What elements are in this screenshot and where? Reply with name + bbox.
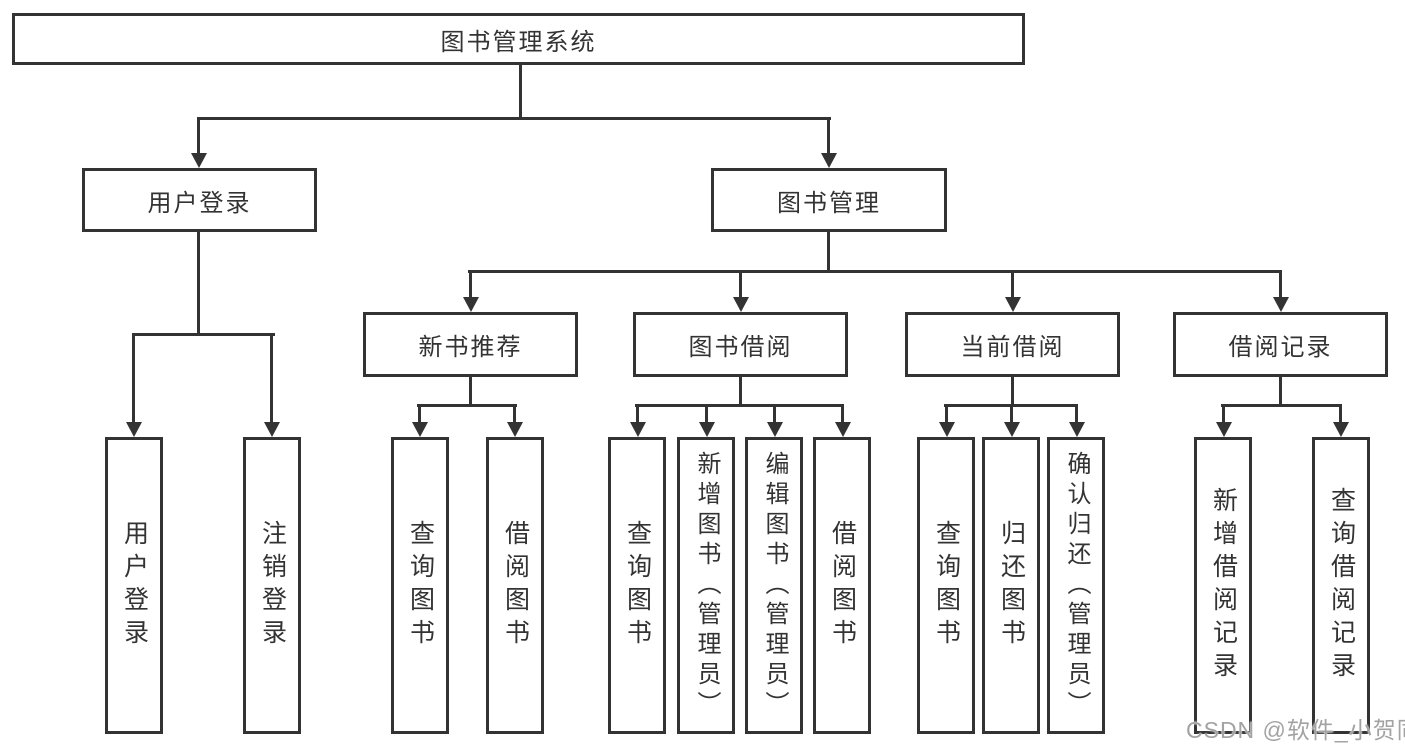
leaf-logout-label: 注销登录 [258,519,287,652]
arrow-down-icon [733,297,749,312]
connector-line [132,333,275,336]
connector-line [197,231,200,336]
leaf-cb-confirm-return-admin: 确认归还（管理员） [1047,437,1105,734]
node-borrow-records-label: 借阅记录 [1228,334,1333,361]
connector-line [1011,270,1014,298]
arrow-down-icon [1273,297,1289,312]
connector-line [1222,404,1225,424]
leaf-user-login: 用户登录 [105,437,163,734]
connector-line [773,404,776,424]
connector-line [636,404,639,424]
leaf-br-query-record-label: 查询借阅记录 [1327,486,1356,685]
connector-line [417,404,517,407]
connector-line [468,270,1282,273]
connector-line [469,377,472,406]
connector-line [513,404,516,424]
arrow-down-icon [463,297,479,312]
arrow-down-icon [264,422,280,437]
connector-line [1010,404,1013,424]
connector-line [132,333,135,424]
leaf-bb-borrow-books-label: 借阅图书 [828,519,857,652]
arrow-down-icon [939,422,955,437]
leaf-cb-confirm-return-admin-label: 确认归还（管理员） [1063,450,1090,721]
connector-line [1221,404,1342,407]
arrow-down-icon [507,422,523,437]
arrow-down-icon [1004,422,1020,437]
leaf-br-query-record: 查询借阅记录 [1312,437,1370,734]
connector-line [841,404,844,424]
connector-line [1011,377,1014,406]
leaf-br-add-record: 新增借阅记录 [1194,437,1252,734]
connector-line [739,270,742,298]
node-borrow-records: 借阅记录 [1173,312,1388,377]
arrow-down-icon [412,422,428,437]
connector-line [469,270,472,298]
leaf-cb-query-books: 查询图书 [917,437,975,734]
node-library-system-label: 图书管理系统 [440,28,597,56]
node-book-management-label: 图书管理 [777,189,881,217]
arrow-down-icon [1333,422,1349,437]
leaf-user-login-label: 用户登录 [120,519,149,652]
leaf-bb-edit-books-admin: 编辑图书（管理员） [745,437,803,734]
leaf-cb-return-books-label: 归还图书 [997,519,1026,652]
leaf-bb-add-books-admin-label: 新增图书（管理员） [693,450,720,721]
arrow-down-icon [1069,422,1085,437]
connector-line [1075,404,1078,424]
node-book-borrowing: 图书借阅 [633,312,848,377]
leaf-bb-edit-books-admin-label: 编辑图书（管理员） [761,450,788,721]
connector-line [197,117,200,154]
connector-line [270,333,273,424]
leaf-br-add-record-label: 新增借阅记录 [1209,486,1238,685]
leaf-cb-query-books-label: 查询图书 [932,519,961,652]
arrow-down-icon [191,153,207,168]
node-book-borrowing-label: 图书借阅 [688,334,793,361]
arrow-down-icon [835,422,851,437]
connector-line [1339,404,1342,424]
node-user-login: 用户登录 [82,168,317,232]
arrow-down-icon [821,153,837,168]
csdn-watermark: CSDN @软件_小贺同学 [1186,717,1405,743]
leaf-logout: 注销登录 [243,437,301,734]
arrow-down-icon [767,422,783,437]
leaf-bb-query-books-label: 查询图书 [623,519,652,652]
leaf-bb-query-books: 查询图书 [608,437,666,734]
connector-line [705,404,708,424]
leaf-nb-borrow-books: 借阅图书 [486,437,544,734]
leaf-cb-return-books: 归还图书 [982,437,1040,734]
arrow-down-icon [126,422,142,437]
connector-line [945,404,948,424]
node-user-login-label: 用户登录 [147,189,252,217]
arrow-down-icon [1005,297,1021,312]
node-library-system: 图书管理系统 [12,13,1025,65]
connector-line [197,117,831,120]
arrow-down-icon [699,422,715,437]
arrow-down-icon [1216,422,1232,437]
connector-line [1279,377,1282,406]
connector-line [635,404,844,407]
connector-line [827,231,830,273]
leaf-nb-query-books-label: 查询图书 [406,519,435,652]
node-new-book-recommend-label: 新书推荐 [418,334,523,361]
connector-line [418,404,421,424]
connector-line [1279,270,1282,298]
node-current-borrowing-label: 当前借阅 [960,334,1065,361]
arrow-down-icon [630,422,646,437]
leaf-nb-borrow-books-label: 借阅图书 [501,519,530,652]
node-book-management: 图书管理 [711,168,947,232]
node-current-borrowing: 当前借阅 [905,312,1120,377]
connector-line [739,377,742,406]
leaf-nb-query-books: 查询图书 [391,437,449,734]
leaf-bb-borrow-books: 借阅图书 [813,437,871,734]
leaf-bb-add-books-admin: 新增图书（管理员） [677,437,735,734]
connector-line [519,64,522,119]
node-new-book-recommend: 新书推荐 [363,312,578,377]
connector-line [827,117,830,154]
